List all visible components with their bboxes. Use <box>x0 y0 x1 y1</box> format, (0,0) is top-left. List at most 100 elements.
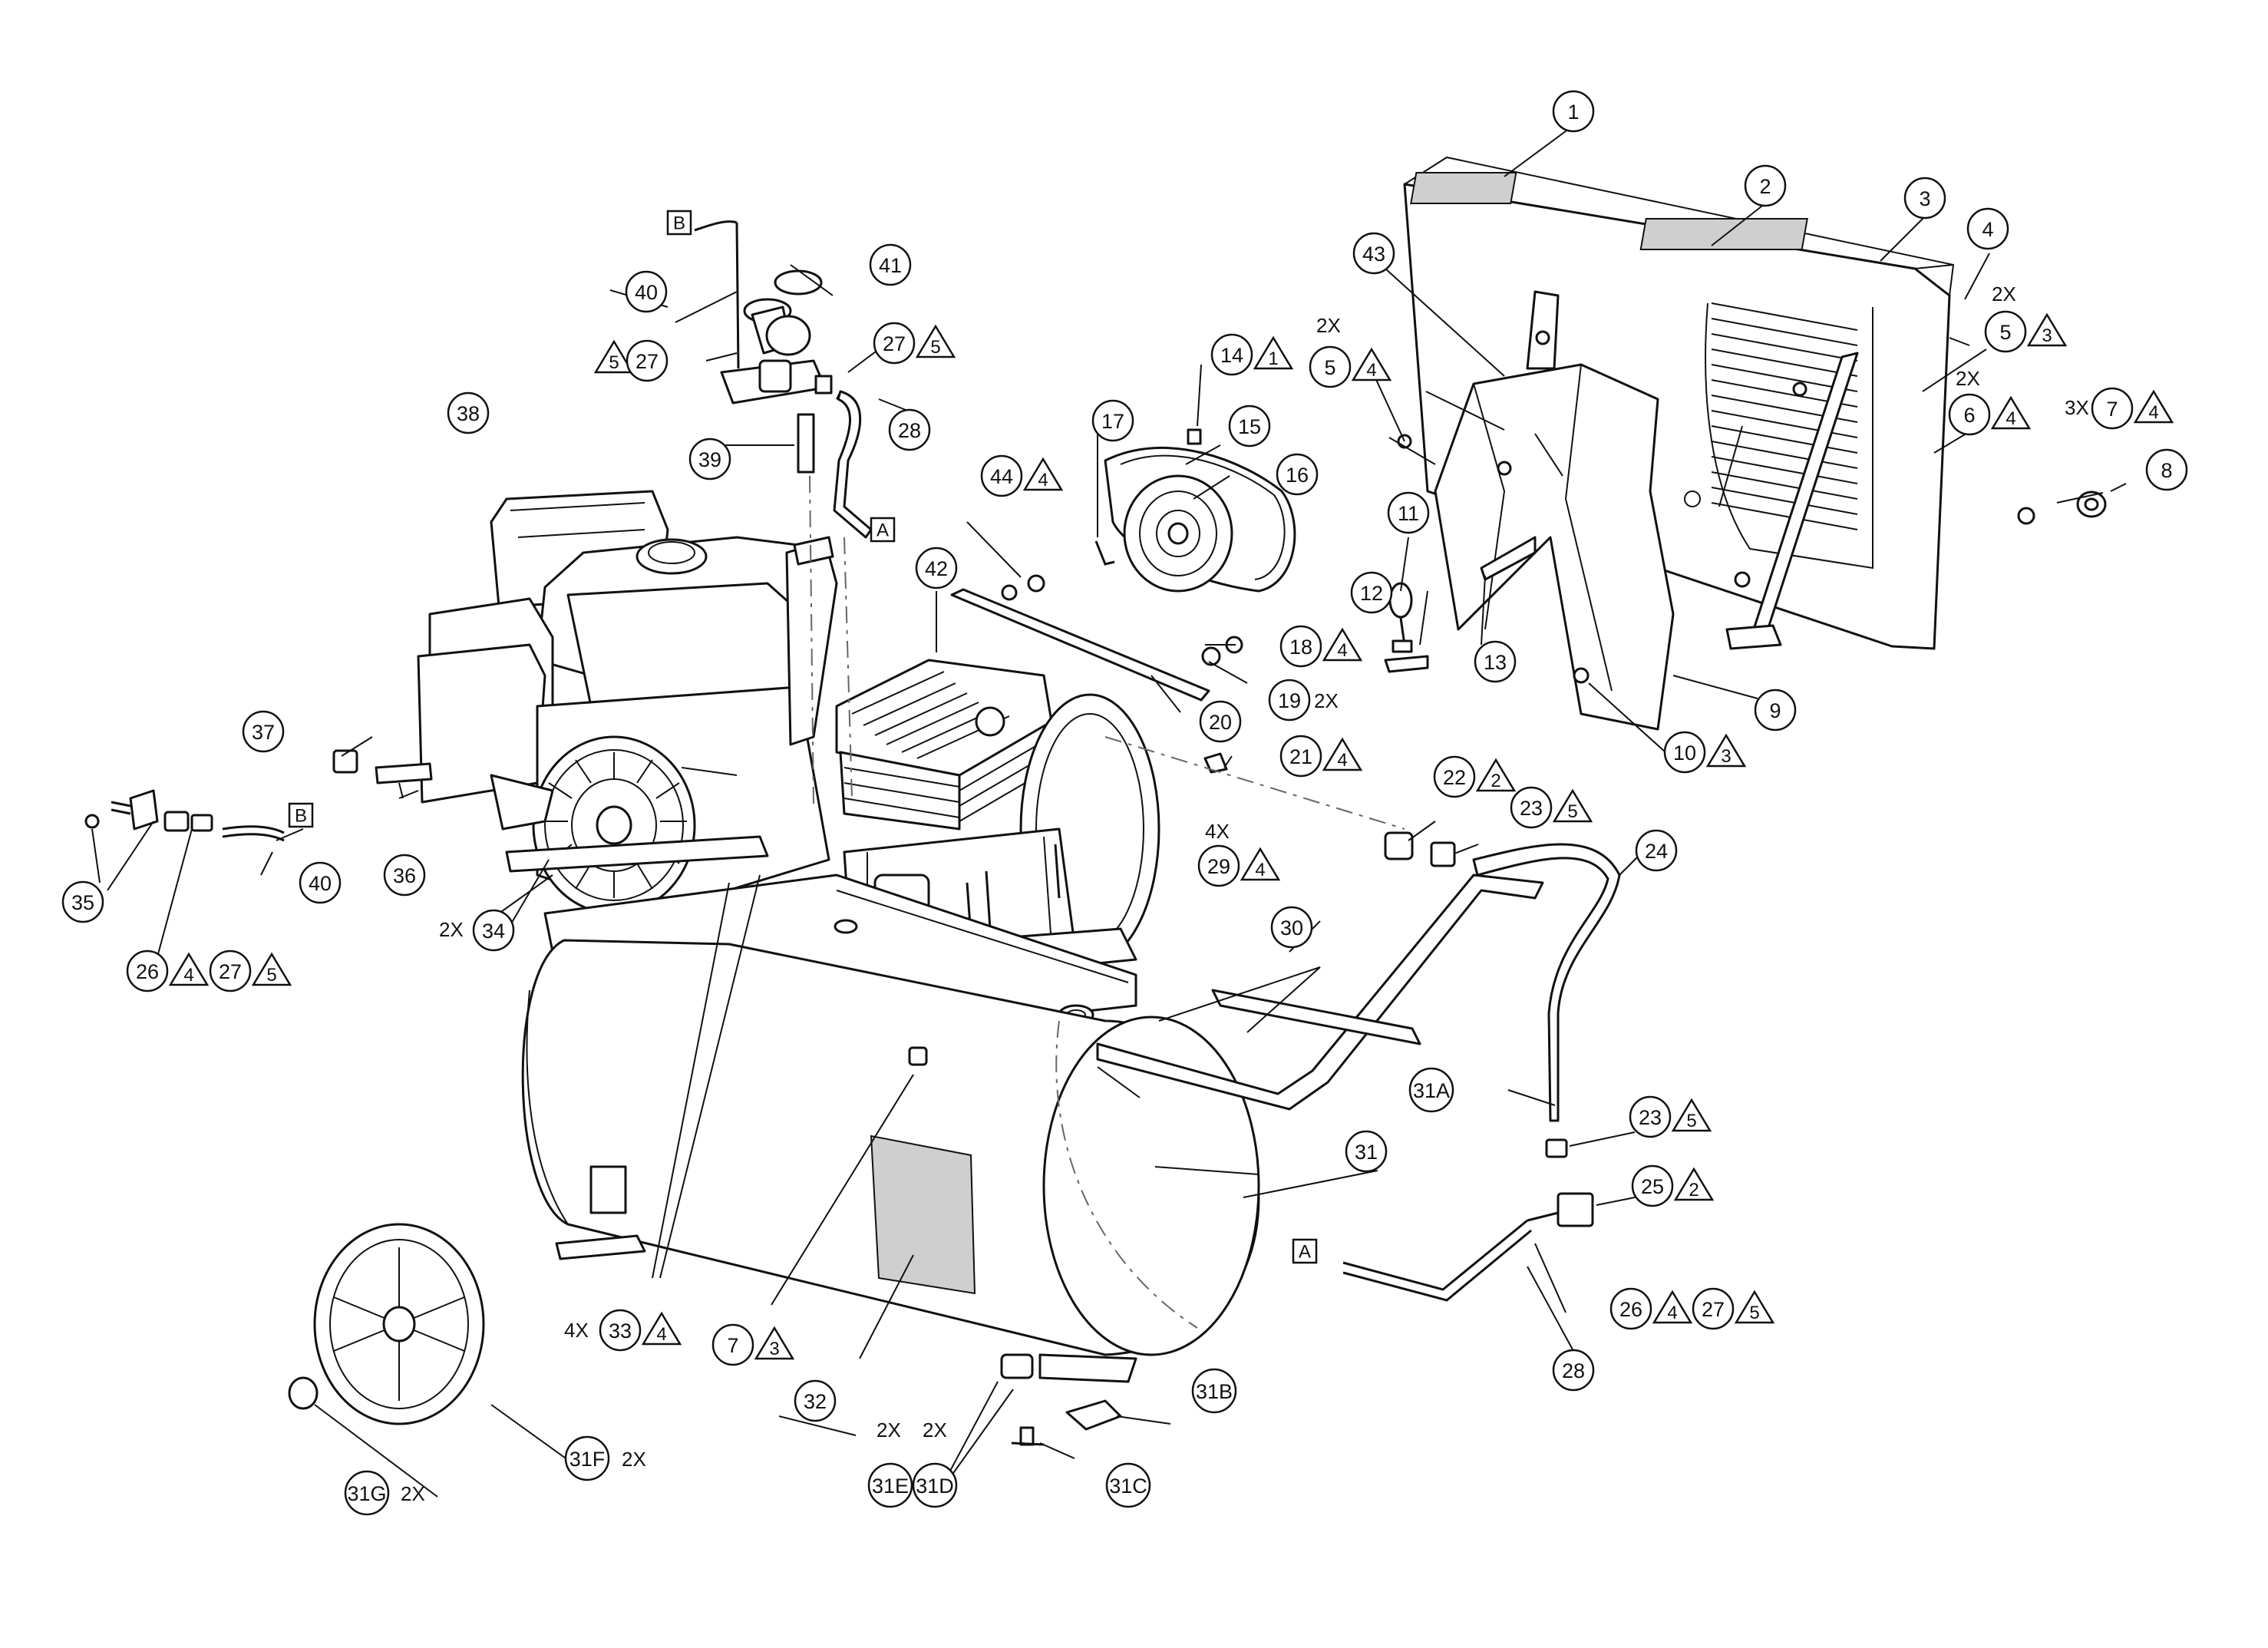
svg-text:4: 4 <box>1337 640 1347 661</box>
callout-11: 11 <box>1387 491 1430 534</box>
connection-label-b-top: B <box>666 210 692 236</box>
engine <box>417 490 838 915</box>
callout-31c: 31C <box>1105 1462 1151 1508</box>
discharge-tube <box>1342 831 1621 1302</box>
svg-text:2: 2 <box>1689 1180 1699 1200</box>
callout-35: 35 <box>61 880 104 923</box>
connection-label-a-bottom: A <box>1292 1238 1318 1264</box>
qty-5b: 2X <box>1992 282 2016 305</box>
callout-5-left: 5 <box>1309 345 1352 388</box>
svg-text:4: 4 <box>1667 1303 1677 1323</box>
svg-text:4: 4 <box>2148 402 2158 423</box>
callout-31f: 31F <box>564 1435 610 1481</box>
svg-text:31D: 31D <box>916 1475 954 1498</box>
svg-text:4: 4 <box>183 965 193 986</box>
callout-31d: 31D <box>912 1462 958 1508</box>
svg-text:11: 11 <box>1398 502 1419 525</box>
note-flag-10: 3 <box>1705 733 1747 768</box>
svg-text:6: 6 <box>1963 404 1975 427</box>
pump-head-fins <box>851 671 1010 759</box>
svg-text:8: 8 <box>2161 459 2172 482</box>
callout-27-top-right: 27 <box>873 322 916 365</box>
manifold-and-gauges <box>694 220 1405 830</box>
belt-tensioner-bracket <box>950 574 1243 774</box>
left-fittings <box>84 749 433 842</box>
callout-24: 24 <box>1635 829 1678 872</box>
qty-31e: 2X <box>876 1418 901 1442</box>
callout-37: 37 <box>242 710 285 753</box>
svg-text:A: A <box>876 520 889 541</box>
qty-31d: 2X <box>923 1418 947 1442</box>
svg-text:43: 43 <box>1362 243 1385 266</box>
note-flag-7-right: 4 <box>2133 389 2174 424</box>
svg-text:2: 2 <box>1759 175 1771 198</box>
svg-text:4: 4 <box>1982 218 1993 241</box>
svg-text:4: 4 <box>656 1324 666 1345</box>
qty-31f: 2X <box>622 1448 646 1471</box>
svg-text:26: 26 <box>1619 1298 1642 1321</box>
note-flag-5-right: 3 <box>2026 312 2068 347</box>
callout-14: 14 <box>1210 333 1253 376</box>
svg-text:31: 31 <box>1355 1141 1378 1164</box>
callout-41: 41 <box>869 243 912 286</box>
callout-3: 3 <box>1903 177 1946 220</box>
svg-text:5: 5 <box>266 965 276 986</box>
qty-33: 4X <box>564 1319 589 1342</box>
svg-text:12: 12 <box>1360 582 1383 605</box>
callout-27-top: 27 <box>626 339 669 382</box>
svg-text:7: 7 <box>727 1334 738 1357</box>
callout-7-right: 7 <box>2091 387 2134 430</box>
note-flag-27-left: 5 <box>251 952 292 986</box>
svg-text:31F: 31F <box>569 1448 606 1471</box>
note-flag-26-left: 4 <box>168 952 210 986</box>
svg-text:31G: 31G <box>347 1482 386 1505</box>
note-flag-27-top-prefix: 5 <box>593 339 635 374</box>
qty-5a: 2X <box>1316 314 1341 337</box>
callout-23-bottom: 23 <box>1629 1095 1672 1138</box>
callout-42: 42 <box>915 547 958 590</box>
callout-27-left: 27 <box>209 949 252 992</box>
note-flag-29: 4 <box>1240 847 1281 881</box>
svg-text:5: 5 <box>1686 1111 1696 1131</box>
svg-text:42: 42 <box>925 557 948 580</box>
leader-lines <box>91 126 2127 1498</box>
callout-12: 12 <box>1350 571 1393 614</box>
svg-text:5: 5 <box>930 337 940 358</box>
svg-text:30: 30 <box>1280 916 1303 940</box>
svg-text:3: 3 <box>769 1339 779 1359</box>
callout-26-left: 26 <box>126 949 169 992</box>
svg-text:44: 44 <box>990 465 1013 488</box>
callout-2: 2 <box>1744 164 1787 207</box>
svg-text:5: 5 <box>1324 356 1335 379</box>
svg-text:31C: 31C <box>1109 1475 1147 1498</box>
svg-text:27: 27 <box>219 960 242 983</box>
svg-text:17: 17 <box>1101 410 1124 433</box>
callout-8: 8 <box>2145 448 2188 491</box>
callout-16: 16 <box>1276 453 1319 496</box>
qty-31g: 2X <box>401 1482 425 1505</box>
svg-text:32: 32 <box>804 1390 827 1413</box>
svg-text:18: 18 <box>1289 636 1312 659</box>
qty-29: 4X <box>1205 820 1230 843</box>
svg-text:39: 39 <box>698 448 721 471</box>
svg-text:9: 9 <box>1769 699 1781 722</box>
note-flag-27-top-right: 5 <box>915 324 956 358</box>
note-flag-6: 4 <box>1990 395 2032 430</box>
note-flag-14: 1 <box>1253 335 1294 370</box>
callout-19: 19 <box>1268 679 1311 722</box>
svg-text:3: 3 <box>1721 746 1731 767</box>
svg-text:4: 4 <box>1337 750 1347 771</box>
qty-19: 2X <box>1314 689 1339 712</box>
svg-text:31A: 31A <box>1413 1079 1450 1102</box>
svg-text:23: 23 <box>1520 797 1543 820</box>
svg-text:27: 27 <box>636 350 659 373</box>
svg-text:7: 7 <box>2106 398 2118 421</box>
callout-4: 4 <box>1966 207 2009 250</box>
connection-label-b-left: B <box>288 802 314 828</box>
svg-text:34: 34 <box>482 920 505 943</box>
svg-text:B: B <box>295 806 307 827</box>
note-flag-27-right: 5 <box>1734 1290 1775 1324</box>
callout-21: 21 <box>1279 735 1322 778</box>
svg-text:14: 14 <box>1220 344 1243 367</box>
svg-text:25: 25 <box>1641 1175 1664 1198</box>
